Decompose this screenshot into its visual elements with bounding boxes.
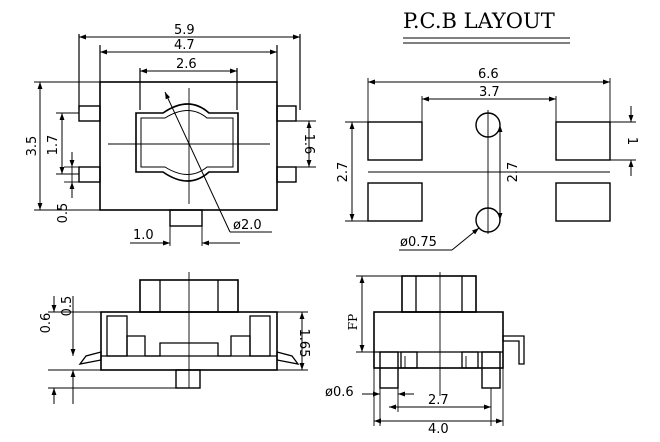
dim-width-outer: 5.9 [174, 23, 195, 38]
right-pin-top [276, 105, 297, 122]
pcb-pads [345, 78, 636, 251]
hole-leader [451, 227, 480, 251]
side-view-labels: 0.5 0.6 1.65 [39, 296, 311, 358]
bottom-post [169, 209, 203, 227]
dim-right-pin: 1.6 [301, 134, 316, 155]
dim-spacing: 2.7 [428, 393, 449, 408]
dim-hole-span: 3.7 [479, 85, 500, 100]
dia-leader [164, 91, 231, 233]
dim-post-width: 1.0 [133, 228, 154, 243]
dim-width-mid: 4.7 [174, 38, 195, 53]
dim-top: 0.5 [60, 296, 75, 317]
left-leg [78, 351, 102, 365]
dim-pin-width: 0.5 [56, 203, 71, 224]
dim-pitch-left: 2.7 [336, 162, 351, 183]
pcb-labels: 6.6 3.7 1 2.7 2.7 ø0.75 [336, 67, 639, 250]
pcb-layout-view: P.C.B LAYOUT [403, 9, 570, 44]
dim-pitch-right: 2.7 [506, 162, 521, 183]
end-pin-right [481, 351, 501, 389]
dim-hole-dia: ø0.75 [400, 235, 437, 250]
end-actuator [401, 275, 477, 313]
end-view-labels: FP ø0.6 2.7 4.0 [325, 314, 449, 437]
pad-bottom-left [367, 182, 423, 222]
dim-height: 1.65 [296, 329, 311, 358]
top-view-labels: 5.9 4.7 2.6 3.5 1.7 1.6 0.5 1.0 ø2.0 [25, 23, 316, 243]
dim-circle: ø2.0 [233, 218, 262, 233]
right-leg [276, 351, 300, 365]
side-view [48, 272, 308, 404]
switch-body-outline [99, 81, 278, 211]
end-body [373, 311, 504, 369]
right-pin-bottom [276, 166, 297, 183]
dim-pad-span: 6.6 [478, 67, 499, 82]
dim-pin-pitch: 1.7 [46, 135, 61, 156]
pcb-layout-title: P.C.B LAYOUT [403, 9, 555, 33]
dim-pad-height: 1 [624, 137, 639, 145]
dim-width-inner: 2.6 [176, 57, 197, 72]
left-pin-top [78, 105, 101, 122]
dim-left: 0.6 [39, 313, 54, 334]
top-view [34, 34, 316, 246]
pad-top-left [367, 121, 423, 161]
end-lead [502, 335, 525, 365]
plunger-outline [135, 103, 239, 182]
pad-bottom-right [555, 182, 611, 222]
end-pin-left [379, 351, 399, 389]
label-fp: FP [346, 314, 360, 330]
dim-width: 4.0 [428, 422, 449, 437]
side-post [175, 369, 201, 389]
dim-height: 3.5 [25, 136, 40, 157]
pad-top-right [555, 121, 611, 161]
end-view [356, 272, 525, 426]
left-pin-bottom [78, 166, 101, 183]
dim-pin-dia: ø0.6 [325, 385, 354, 400]
